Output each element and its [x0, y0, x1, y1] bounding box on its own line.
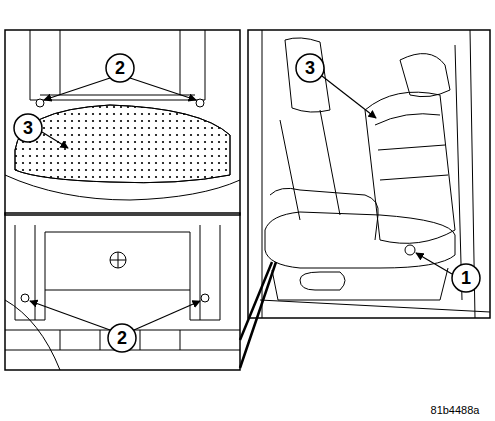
callout-number: 2 — [115, 59, 125, 77]
seat-back-inset — [5, 30, 240, 215]
callout-leaders — [14, 54, 480, 352]
callout-number: 3 — [305, 59, 315, 77]
seat-view — [248, 30, 490, 318]
zoom-leader — [240, 262, 276, 368]
callout-number: 2 — [117, 329, 127, 347]
seat-track-inset — [5, 213, 240, 370]
callout-number: 1 — [461, 269, 471, 287]
figure-code: 81b4488a — [431, 405, 480, 416]
callout-number: 3 — [23, 119, 33, 137]
